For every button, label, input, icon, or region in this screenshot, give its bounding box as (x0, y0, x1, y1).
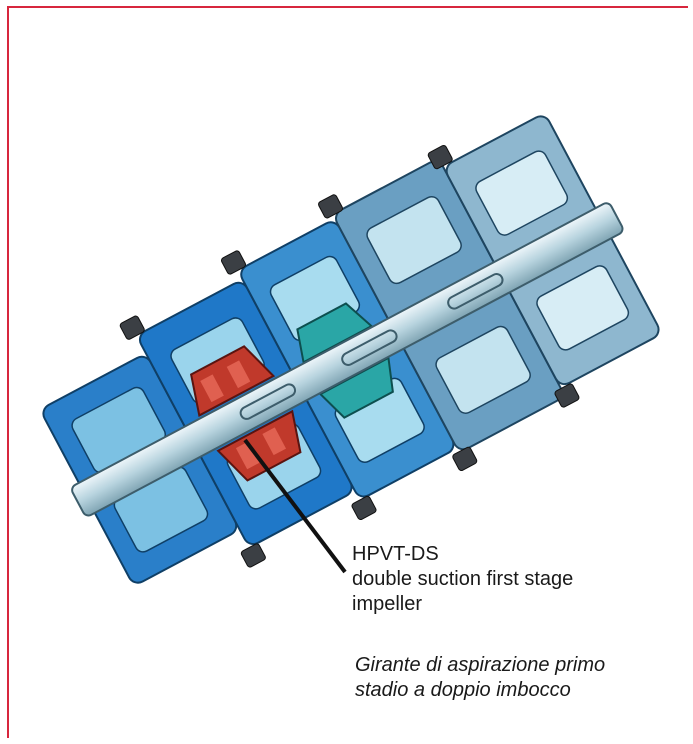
caption-italian: Girante di aspirazione primo stadio a do… (355, 653, 675, 703)
caption-it-line-1: Girante di aspirazione primo (355, 654, 606, 676)
caption-en-line-2: impeller (352, 593, 423, 615)
border-frame (7, 6, 688, 738)
caption-english: HPVT-DS double suction first stage impel… (352, 542, 652, 617)
first-stage-impeller (189, 345, 302, 482)
pump-assembly (42, 115, 660, 584)
leader-line (243, 438, 347, 574)
pump-shaft (71, 202, 624, 517)
casing-bolts (119, 145, 580, 568)
model-name: HPVT-DS (352, 543, 439, 565)
caption-en-line-1: double suction first stage (352, 568, 574, 590)
caption-it-line-2: stadio a doppio imbocco (355, 679, 571, 701)
